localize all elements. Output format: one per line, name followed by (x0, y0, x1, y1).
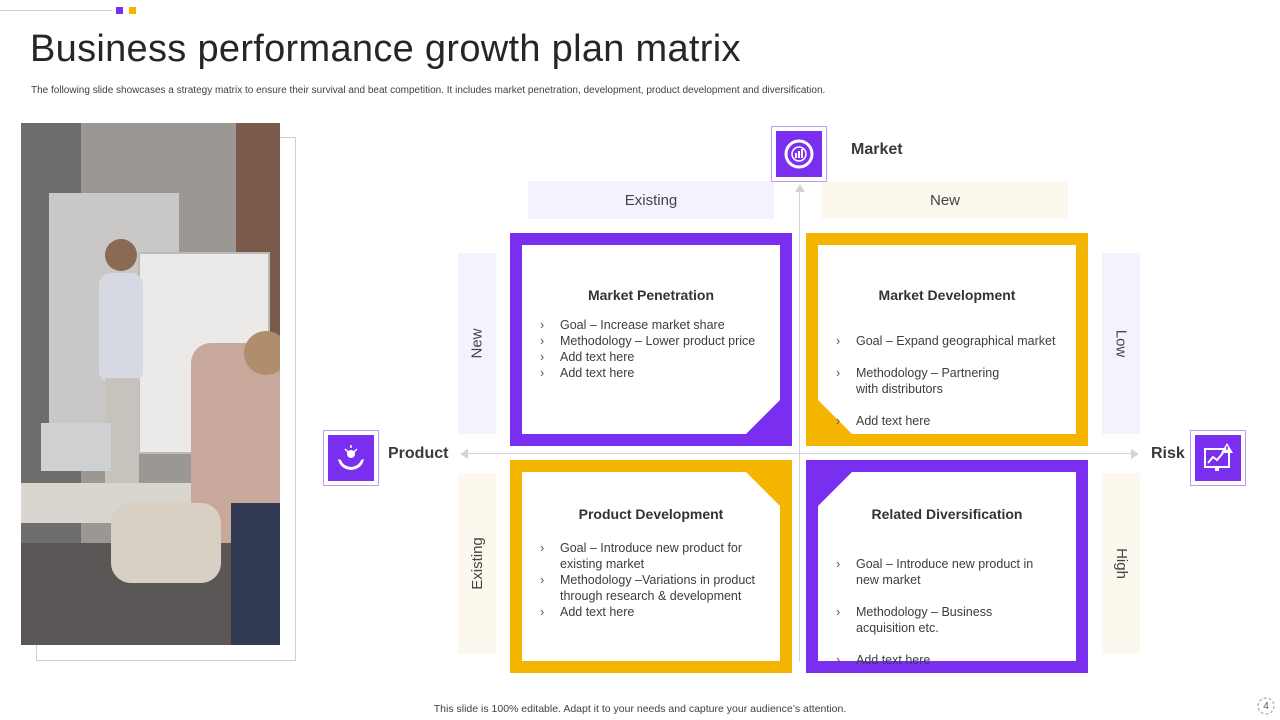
quadrant-market-development: Market Development Goal – Expand geograp… (806, 233, 1088, 446)
axis-arrow-left (460, 449, 468, 459)
vertical-axis (799, 192, 800, 662)
market-new-header: New (822, 181, 1068, 219)
list-item: Add text here (538, 365, 770, 381)
list-item: Goal – Introduce new product in new mark… (834, 556, 1066, 588)
corner-accent (746, 472, 780, 506)
quadrant-title: Product Development (578, 506, 724, 522)
market-axis-label: Market (851, 141, 903, 158)
list-item: Methodology –Variations in product throu… (538, 572, 764, 604)
corner-accent (746, 400, 780, 434)
list-item: Methodology – Lower product price (538, 333, 770, 349)
quadrant-title: Related Diversification (871, 506, 1023, 522)
risk-high-label: High (1112, 548, 1130, 579)
axis-arrow-up (795, 184, 805, 192)
page-number: 4 (1263, 700, 1269, 712)
axis-arrow-right (1131, 449, 1139, 459)
quadrant-list: Goal – Introduce new product in new mark… (834, 540, 1066, 684)
market-analytics-icon (771, 126, 827, 182)
top-accent-line (0, 10, 112, 11)
list-item: Methodology – Partnering with distributo… (834, 365, 1066, 397)
page-number-badge: 4 (1255, 695, 1277, 717)
list-item: Goal – Expand geographical market (834, 333, 1066, 349)
product-new-label: New (468, 328, 486, 359)
horizontal-axis (468, 453, 1132, 454)
quadrant-list: Goal – Increase market share Methodology… (538, 317, 770, 381)
slide-footer: This slide is 100% editable. Adapt it to… (433, 703, 847, 715)
market-existing-header: Existing (528, 181, 774, 219)
quadrant-market-penetration: Market Penetration Goal – Increase marke… (510, 233, 792, 446)
risk-low-label: Low (1112, 329, 1130, 358)
list-item: Add text here (538, 604, 764, 620)
hands-product-icon (323, 430, 379, 486)
product-new-header: New (458, 253, 496, 434)
quadrant-product-development: Product Development Goal – Introduce new… (510, 460, 792, 673)
product-existing-label: Existing (468, 537, 486, 590)
list-item: Methodology – Business acquisition etc. (834, 604, 1066, 636)
corner-accent (818, 472, 852, 506)
list-item: Goal – Introduce new product for existin… (538, 540, 764, 572)
quadrant-list: Goal – Introduce new product for existin… (538, 540, 764, 620)
office-presentation-photo (21, 123, 280, 645)
product-existing-header: Existing (458, 473, 496, 654)
quadrant-related-diversification: Related Diversification Goal – Introduce… (806, 460, 1088, 673)
quadrant-title: Market Penetration (587, 287, 715, 303)
quadrant-list: Goal – Expand geographical market Method… (834, 317, 1066, 445)
list-item: Goal – Increase market share (538, 317, 770, 333)
accent-square-purple (116, 7, 123, 14)
slide-subtitle: The following slide showcases a strategy… (31, 85, 826, 96)
quadrant-title: Market Development (878, 287, 1016, 303)
risk-high-header: High (1102, 473, 1140, 654)
accent-square-yellow (129, 7, 136, 14)
product-axis-label: Product (388, 445, 449, 462)
risk-chart-icon (1190, 430, 1246, 486)
slide-title: Business performance growth plan matrix (30, 28, 741, 70)
list-item: Add text here (834, 413, 1066, 429)
gear-icon (1257, 697, 1275, 715)
risk-axis-label: Risk (1151, 445, 1185, 462)
risk-low-header: Low (1102, 253, 1140, 434)
list-item: Add text here (834, 652, 1066, 668)
list-item: Add text here (538, 349, 770, 365)
